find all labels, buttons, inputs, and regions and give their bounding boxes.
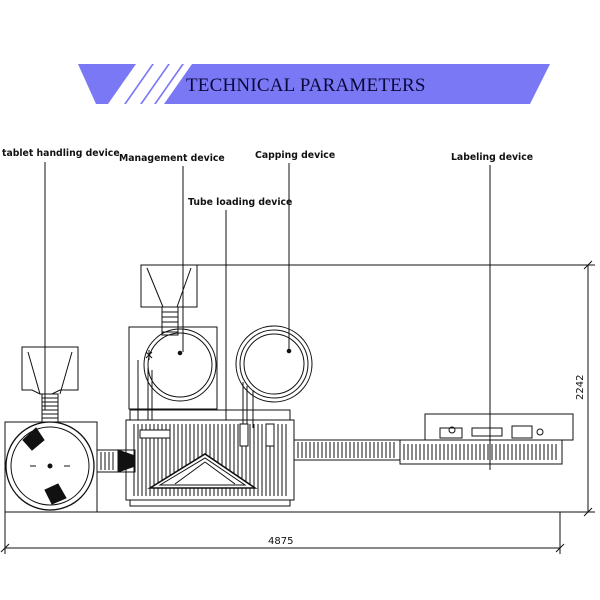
label-tube-loading-device: Tube loading device <box>188 197 292 208</box>
labeling-chain <box>403 444 557 460</box>
management-device <box>128 264 218 420</box>
main-body <box>125 409 295 507</box>
parameters-banner: TECHNICAL PARAMETERS <box>78 64 550 104</box>
length-dimension <box>0 512 565 554</box>
label-management-device: Management device <box>119 153 225 164</box>
labeling-device <box>399 413 574 465</box>
banner-stripes <box>108 64 192 104</box>
length-dimension-value: 4875 <box>268 536 293 547</box>
tablet-handling-device <box>4 346 98 513</box>
conveyor-chain <box>297 442 395 458</box>
conveyor <box>293 439 401 461</box>
height-dimension-value: 2242 <box>575 375 586 400</box>
label-labeling-device: Labeling device <box>451 152 533 163</box>
banner-background <box>78 64 550 104</box>
label-tablet-handling-device: tablet handling device <box>2 148 120 159</box>
capping-device <box>235 325 313 428</box>
leader-lines <box>44 162 491 470</box>
label-capping-device: Capping device <box>255 150 335 161</box>
banner-title: TECHNICAL PARAMETERS <box>186 75 426 96</box>
chute-ladder <box>42 397 58 419</box>
transfer-link <box>96 449 136 473</box>
height-dimension <box>197 260 595 517</box>
